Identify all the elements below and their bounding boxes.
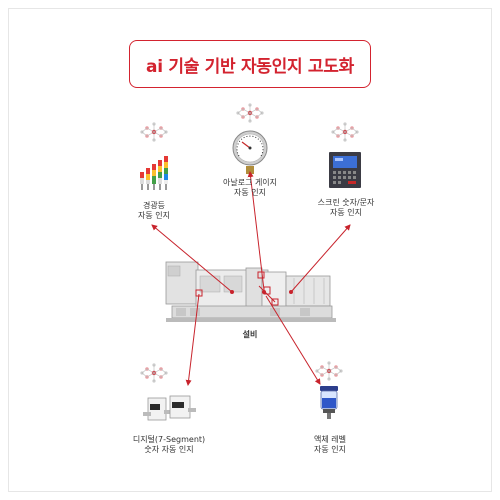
ai-network-icon <box>236 103 264 123</box>
ai-network-icon <box>140 363 168 383</box>
ai-network-icon <box>140 122 168 142</box>
analog-gauge-label-line1: 아날로그 게이지 <box>222 178 278 187</box>
tower-lamp-icon <box>140 156 168 190</box>
arrow-to-screen-text <box>290 224 351 293</box>
connector-arrows <box>151 171 351 386</box>
arrow-internal-link <box>258 285 276 303</box>
liquid-level-label-line2: 자동 인지 <box>314 445 346 454</box>
title-box: ai 기술 기반 자동인지 고도화 <box>129 40 371 88</box>
screen-text-label: 스크린 숫자/문자 자동 인지 <box>311 198 381 218</box>
seven-segment-label: 디지털(7-Segment) 숫자 자동 인지 <box>126 435 212 455</box>
analog-gauge-label-line2: 자동 인지 <box>234 188 266 197</box>
liquid-level-label-line1: 액체 레벨 <box>314 435 346 444</box>
arrow-to-seven-segment <box>185 293 200 386</box>
liquid-tank-icon <box>320 386 338 419</box>
seven-segment-label-line1: 디지털(7-Segment) <box>132 435 206 444</box>
machine-image <box>165 261 336 322</box>
tower-lamp-label-line1: 경광등 <box>142 201 166 210</box>
screen-text-label-line2: 자동 인지 <box>330 208 362 217</box>
tower-lamp-label: 경광등 자동 인지 <box>128 201 180 221</box>
digital-display-icon <box>143 395 196 421</box>
outer-frame <box>8 8 492 492</box>
arrow-to-tower-lamp <box>151 224 233 293</box>
ai-network-icon <box>331 122 359 142</box>
ai-network-icon <box>315 361 343 381</box>
arrow-to-liquid-level <box>265 295 321 385</box>
pressure-gauge-icon <box>232 130 268 174</box>
analog-gauge-label: 아날로그 게이지 자동 인지 <box>215 178 285 198</box>
tower-lamp-label-line2: 자동 인지 <box>138 211 170 220</box>
arrow-to-analog-gauge <box>247 171 265 291</box>
hmi-screen-icon <box>329 152 361 188</box>
page-title: ai 기술 기반 자동인지 고도화 <box>146 56 354 77</box>
equipment-label: 설비 <box>242 330 258 339</box>
seven-segment-label-line2: 숫자 자동 인지 <box>144 445 194 454</box>
liquid-level-label: 액체 레벨 자동 인지 <box>302 435 358 455</box>
screen-text-label-line1: 스크린 숫자/문자 <box>317 198 375 207</box>
